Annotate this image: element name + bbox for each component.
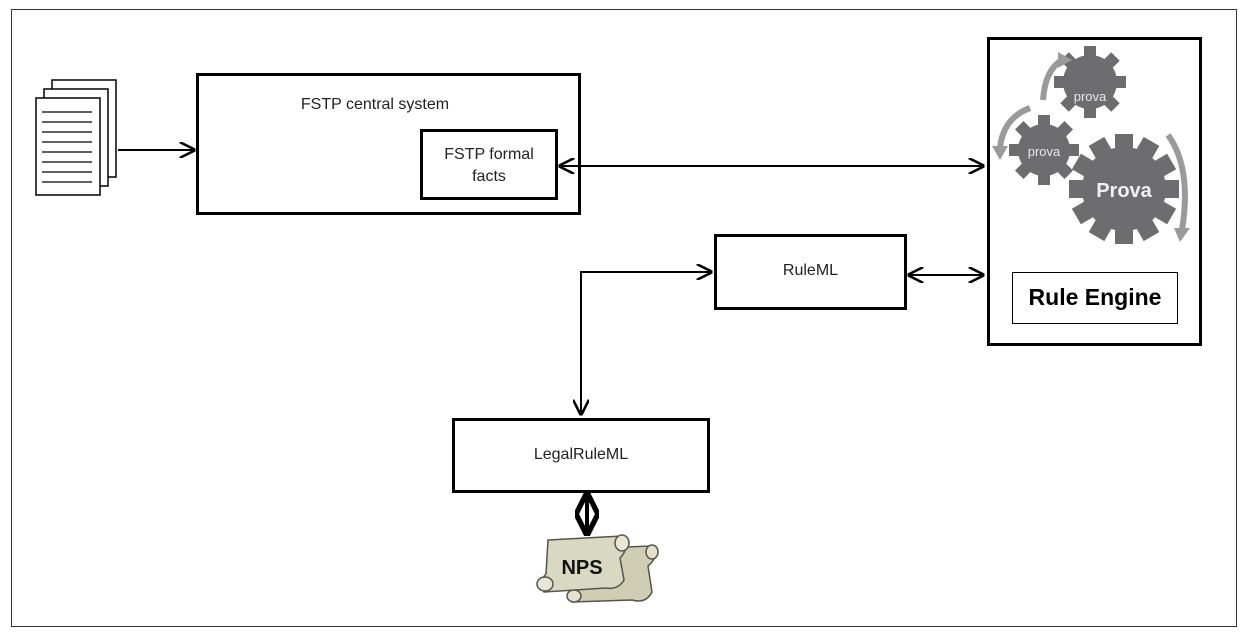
legalruleml-label: LegalRuleML [533, 446, 629, 463]
fstp-formal-facts-label: FSTP formal facts [444, 146, 534, 185]
fstp-formal-facts-box [420, 129, 558, 200]
fstp-central-system-label: FSTP central system [300, 96, 450, 113]
legalruleml-box [452, 418, 710, 493]
rule-engine-label-box [1012, 272, 1178, 324]
ruleml-label: RuleML [782, 262, 839, 279]
diagram-frame [11, 9, 1237, 627]
ruleml-box [714, 234, 907, 310]
rule-engine-label: Rule Engine [1028, 284, 1162, 310]
